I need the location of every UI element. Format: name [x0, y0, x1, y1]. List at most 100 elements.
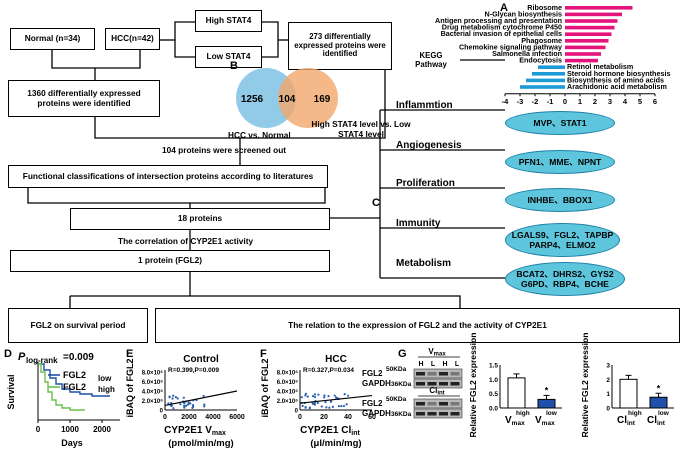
legend-high-label: high	[98, 385, 115, 394]
kegg-bar-label: Bacterial invasion of epithelial cells	[441, 29, 562, 38]
low-stat4-box: Low STAT4	[195, 46, 262, 68]
blot-kda1: 50KDa	[386, 366, 407, 373]
kegg-bar-label: N-Glycan biosynthesis	[485, 9, 563, 18]
blot-band	[450, 372, 460, 376]
legend-high-name: FGL2	[63, 382, 86, 392]
stat4-result-box: 273 differentially expressed proteins we…	[288, 22, 392, 70]
kegg-tick-label: 2	[593, 97, 597, 106]
blot-band	[439, 412, 448, 416]
blot-band	[427, 412, 437, 416]
kegg-bar	[565, 19, 618, 23]
venn-mid-count: 104	[279, 94, 296, 105]
bar-ytick: 1.5	[489, 363, 498, 370]
pill-angiogenesis: PFN1、MME、NPNT	[505, 150, 615, 174]
scatter-point	[327, 395, 330, 398]
scatter-point	[342, 404, 346, 408]
blot-lane-label: L	[431, 361, 436, 368]
venn-left-circle	[236, 68, 296, 128]
kegg-bar-label: Ribosome	[527, 3, 562, 12]
scatter-xtick: 6000	[229, 414, 245, 421]
bar-ytick: 0	[606, 406, 610, 413]
scatter-ytick: 2.0×10⁶	[277, 399, 299, 405]
scatter-xunit: (μl/min/mg)	[310, 438, 361, 449]
bar-ytick: 1.0	[489, 377, 498, 384]
high-stat4-box: High STAT4	[195, 10, 262, 32]
legend-low-name: FGL2	[63, 370, 86, 380]
scatter-point	[328, 406, 331, 409]
bar-high	[507, 377, 526, 409]
blot-header: Clint	[429, 386, 444, 397]
pill-proliferation-text: INHBE、BBOX1	[527, 194, 593, 205]
survival-xlabel: Days	[61, 438, 83, 448]
correlation-label: The correlation of CYP2E1 activity	[118, 236, 254, 246]
kegg-bar	[565, 6, 633, 10]
kegg-bar	[565, 25, 615, 30]
kegg-tick-label: 1	[578, 97, 582, 106]
kegg-bar-label: Antigen processing and presentation	[435, 16, 562, 25]
pill-immunity-line2: PARP4、ELMO2	[529, 240, 596, 250]
scatter-trendline	[299, 394, 373, 404]
blot-header: Vmax	[428, 347, 446, 358]
kegg-bar-label: Endocytosis	[519, 56, 562, 65]
legend-low-label: low	[98, 374, 112, 383]
scatter-point	[170, 404, 173, 407]
scatter-point	[340, 405, 343, 408]
blot-kda2: 36KDa	[391, 381, 412, 388]
scatter-point	[301, 404, 304, 407]
scatter-xtick: 0	[163, 414, 167, 421]
bar-ytick: 2	[606, 377, 610, 384]
blot-band	[450, 402, 460, 406]
survival-ylabel: Survival	[6, 374, 16, 409]
panel-letter-f: F	[260, 348, 267, 360]
category-immunity: Immunity	[396, 218, 441, 229]
bar-low	[537, 398, 556, 409]
scatter-xtick: 2000	[181, 414, 197, 421]
kegg-bar-label: Salmonella infection	[492, 49, 562, 58]
low-stat4-label: Low STAT4	[206, 51, 251, 62]
fgl2-one-label: 1 protein (FGL2)	[137, 255, 203, 266]
blot-band	[427, 372, 437, 376]
bar-high	[619, 378, 638, 409]
pill-metabolism-line2: G6PD、RBP4、BCHE	[521, 279, 609, 289]
blot-lane-label: L	[455, 361, 460, 368]
scatter-point	[191, 404, 195, 407]
relation-box-label: The relation to the expression of FGL2 a…	[288, 319, 547, 330]
scatter-point	[313, 393, 316, 396]
scatter-point	[323, 396, 326, 399]
category-inflammation: Inflammtion	[396, 100, 453, 111]
blot-band	[439, 402, 448, 406]
scatter-point	[345, 403, 348, 406]
pill-inflammation-text: MVP、STAT1	[533, 117, 587, 128]
fgl2-one-box: 1 protein (FGL2)	[10, 250, 330, 272]
scatter-ytick: 4.0×10⁶	[142, 390, 164, 396]
blot-strip-gapdh	[413, 378, 463, 389]
scatter-point	[182, 396, 185, 399]
kegg-bar	[565, 45, 606, 50]
bar-ytick: 0.5	[489, 391, 498, 398]
bar-ytick: 1	[606, 391, 610, 398]
venn-left-count: 1256	[241, 94, 264, 105]
kegg-tick-label: 3	[608, 97, 612, 106]
survival-p-value: =0.009	[63, 352, 94, 363]
scatter-stat: R=0.327,P=0.034	[303, 367, 354, 374]
bar-significance-star: *	[545, 385, 549, 395]
blot-band	[450, 382, 460, 386]
category-metabolism: Metabolism	[396, 258, 452, 269]
scatter-point	[337, 405, 340, 408]
scatter-point	[306, 395, 309, 398]
kegg-bar-label: Retinol metabolism	[567, 62, 633, 71]
kegg-tick-label: 5	[638, 97, 642, 106]
blot-strip-fgl2	[413, 368, 463, 379]
blot-band	[439, 382, 448, 386]
scatter-point	[189, 402, 192, 405]
survival-curve-high	[38, 363, 85, 411]
survival-xtick-0: 0	[36, 425, 41, 434]
scatter-point	[187, 401, 190, 404]
